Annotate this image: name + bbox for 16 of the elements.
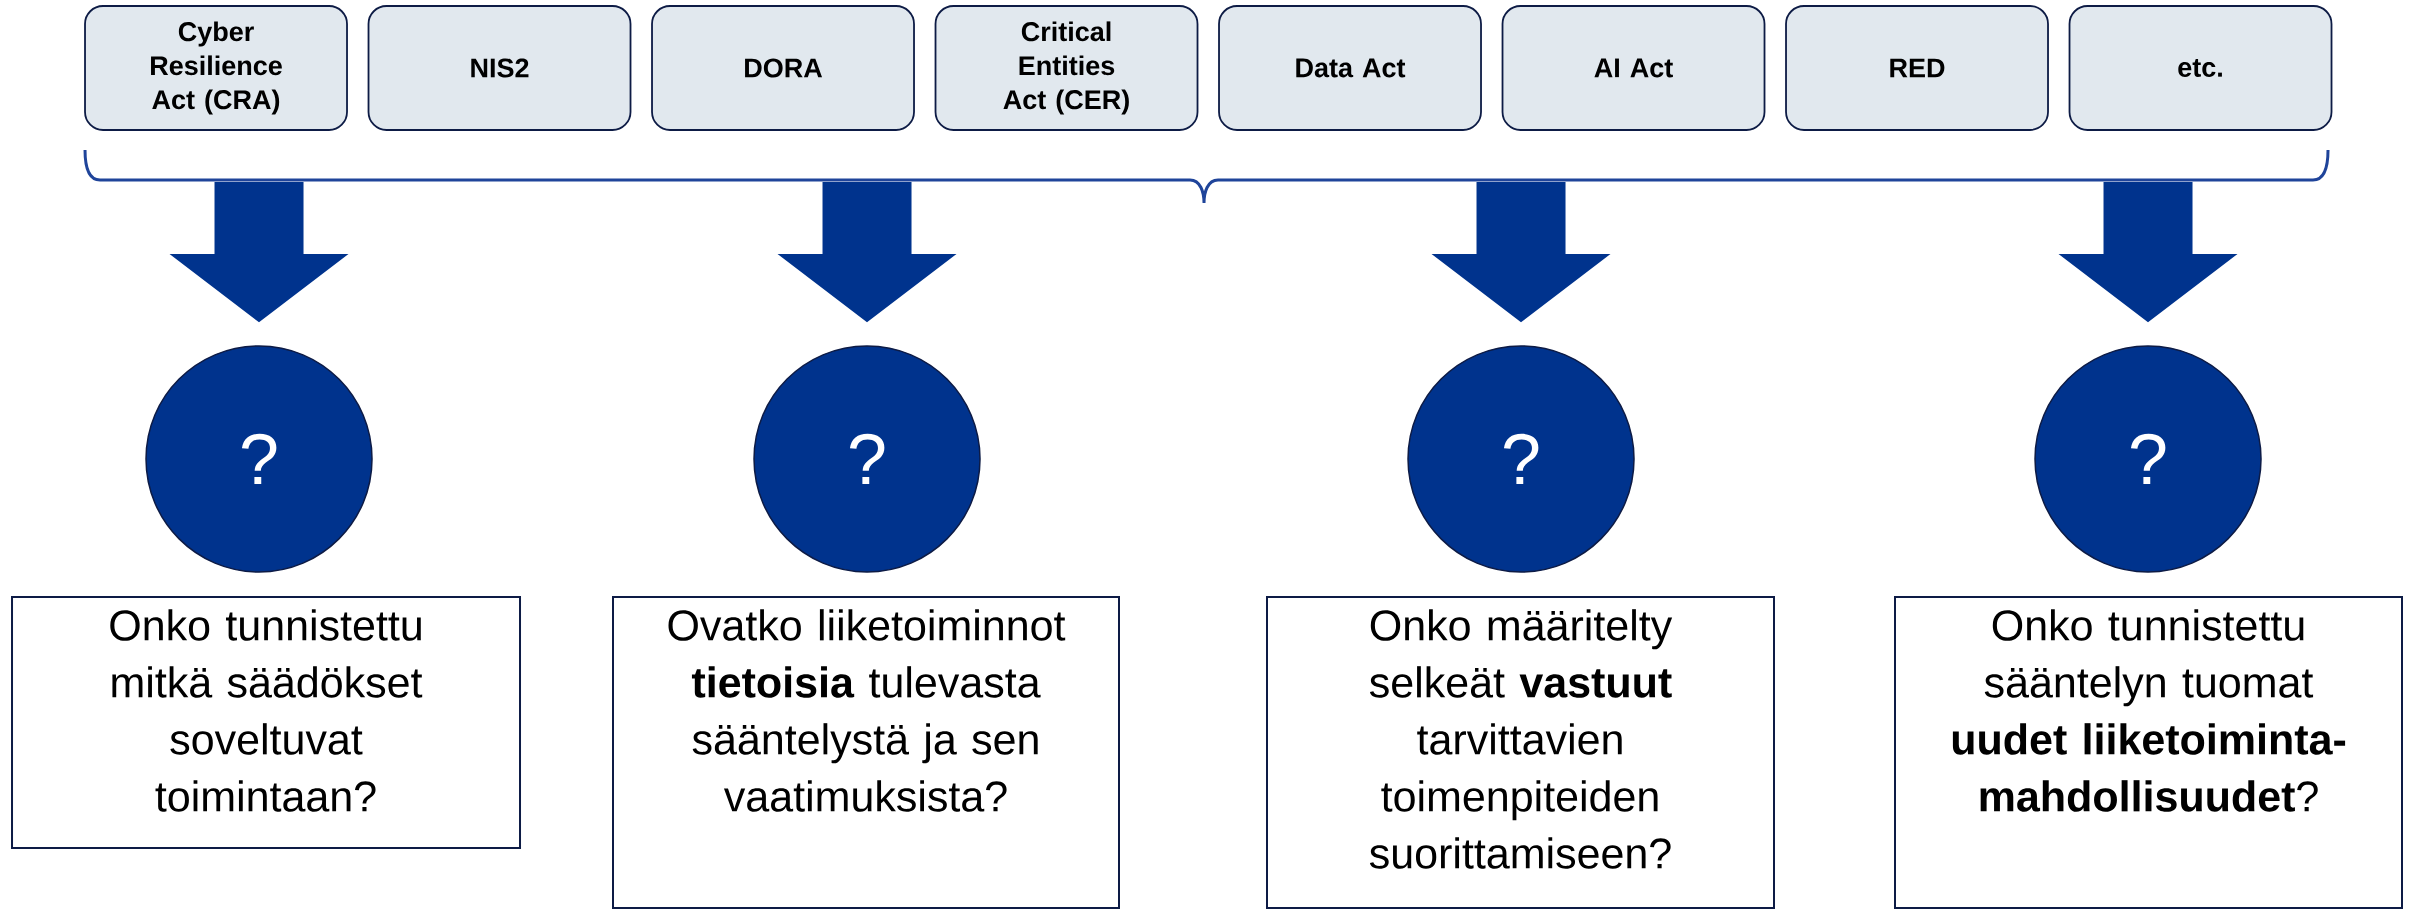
question-box: Ovatko liiketoiminnot tietoisia tulevasta sääntelystä ja sen vaatimuksista? [612, 596, 1120, 909]
question-box: Onko tunnistettu mitkä säädökset soveltuvat toimintaan? [11, 596, 521, 849]
block-arrow [2058, 182, 2238, 323]
block-arrow [777, 182, 957, 323]
regulation-box: NIS2 [367, 5, 632, 131]
regulation-box: RED [1785, 5, 2049, 131]
question-box: Onko tunnistettu sääntelyn tuomat uudet liiketoiminta-mahdollisuudet? [1894, 596, 2403, 909]
regulation-box: AI Act [1501, 5, 1766, 131]
regulation-box: DORA [651, 5, 915, 131]
regulation-box: etc. [2068, 5, 2333, 131]
regulation-box: Data Act [1218, 5, 1482, 131]
block-arrow [1431, 182, 1611, 323]
block-arrow [169, 182, 349, 323]
regulation-box: Cyber Resilience Act (CRA) [84, 5, 348, 131]
regulation-box: Critical Entities Act (CER) [934, 5, 1199, 131]
question-box: Onko määritelty selkeät vastuut tarvittavien toimenpiteiden suorittamiseen? [1266, 596, 1775, 909]
